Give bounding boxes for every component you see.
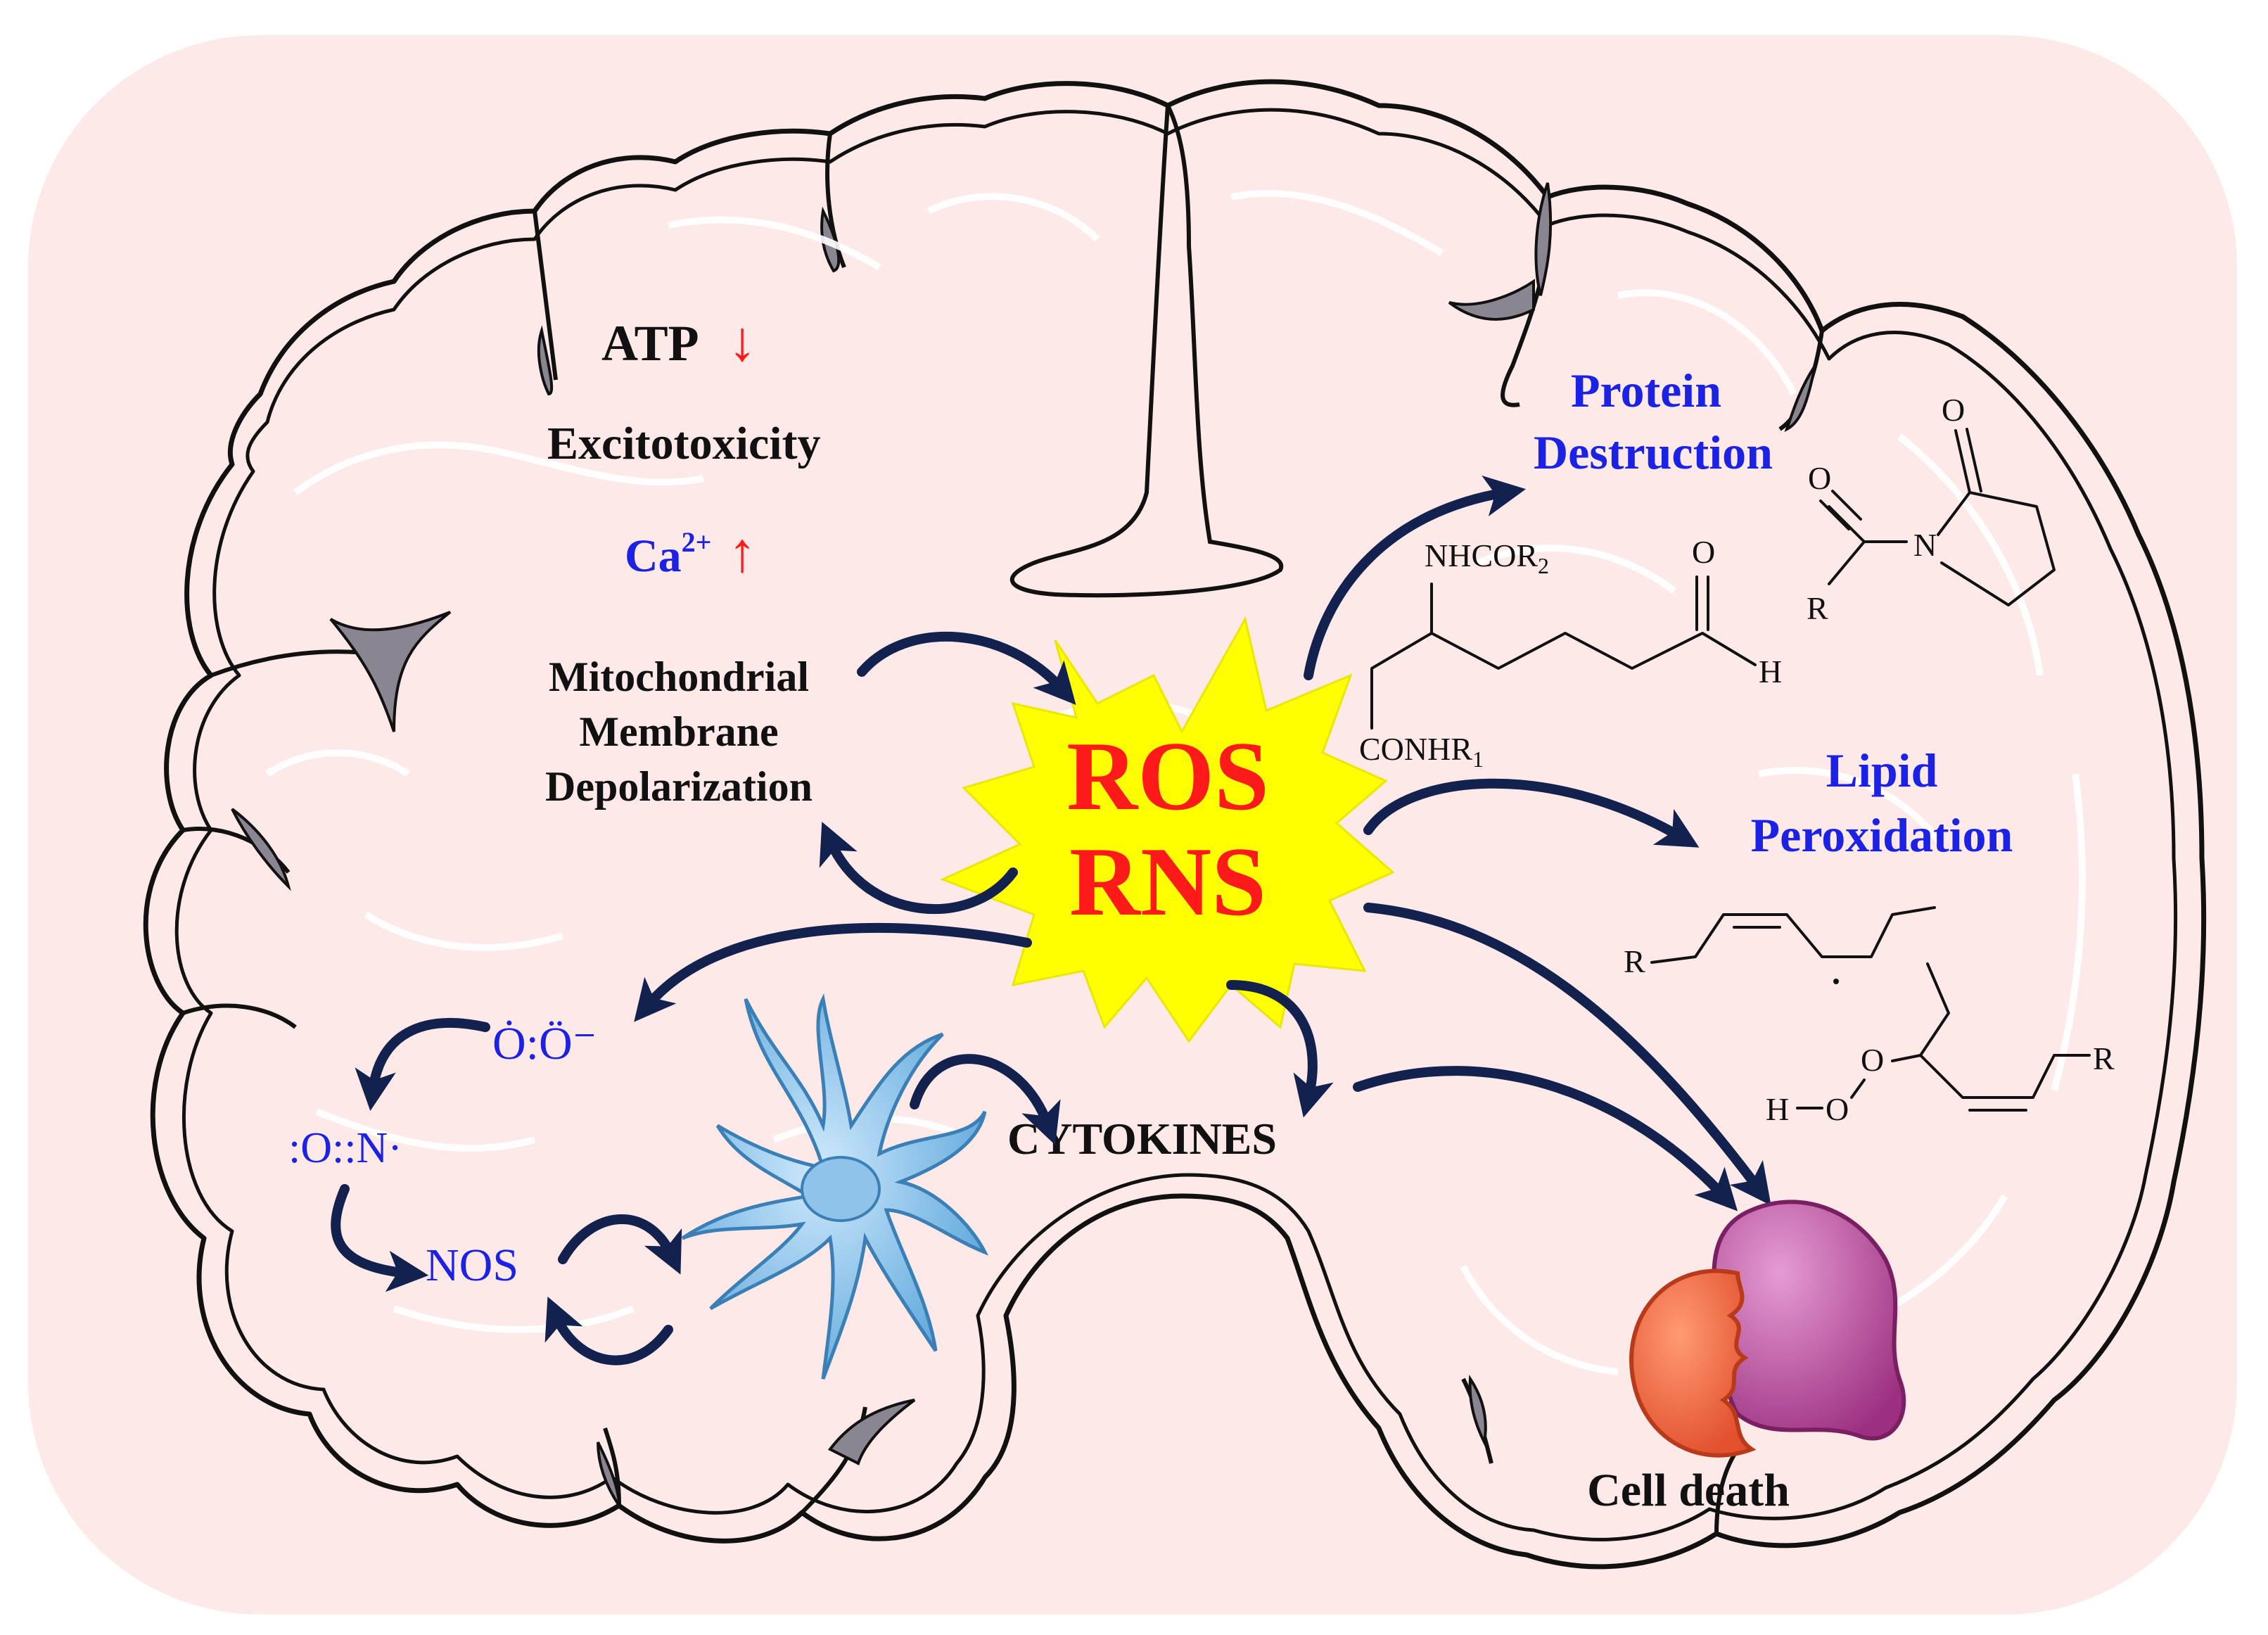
protein-carbonyl-structure: NHCOR2 CONHR1 O H	[1359, 534, 1782, 772]
pyrrolidone-o-top: O	[1942, 392, 1965, 428]
pyrrolidone-r: R	[1807, 590, 1828, 626]
lipid-label: Lipid	[1826, 744, 1938, 797]
nhcor2-label: NHCOR2	[1425, 537, 1549, 578]
mitochondrial-label: Mitochondrial	[549, 654, 809, 700]
conhr1-label: CONHR1	[1359, 731, 1484, 772]
lipid-r-left: R	[1624, 943, 1645, 979]
microglia-cell-icon	[681, 993, 989, 1380]
lipid-radical-structure: R	[1624, 906, 1936, 984]
aldehyde-h-label: H	[1759, 654, 1782, 689]
cell-death-label: Cell death	[1587, 1465, 1790, 1516]
protein-label: Protein	[1571, 364, 1721, 417]
atp-label: ATP	[601, 315, 699, 371]
membrane-label: Membrane	[579, 708, 778, 755]
hydroperoxide-o1: O	[1861, 1042, 1884, 1078]
hydroperoxide-o2: O	[1826, 1091, 1849, 1127]
ros-label: ROS	[1066, 722, 1269, 831]
atp-down-arrow-icon: ↓	[728, 311, 756, 373]
pyrrolidone-o-left: O	[1808, 460, 1831, 496]
calcium-label: Ca2+	[625, 526, 711, 582]
calcium-up-arrow-icon: ↑	[728, 522, 756, 584]
excitotoxicity-label: Excitotoxicity	[547, 418, 821, 469]
apoptotic-cell-icon	[1629, 1200, 1906, 1458]
pathway-arrows	[331, 475, 1771, 1366]
superoxide-formula: Ȯ:Ö⁻	[492, 1018, 597, 1069]
aldehyde-o-label: O	[1692, 534, 1715, 570]
hydroperoxide-r: R	[2093, 1041, 2115, 1076]
ros-rns-starburst	[940, 616, 1395, 1043]
rns-label: RNS	[1069, 827, 1266, 936]
destruction-label: Destruction	[1534, 426, 1773, 479]
nitric-oxide-formula: :O::N·	[288, 1124, 402, 1172]
depolarization-label: Depolarization	[545, 763, 813, 810]
peroxidation-label: Peroxidation	[1751, 808, 2013, 862]
pyrrolidone-n: N	[1913, 527, 1937, 563]
hydroperoxide-h: H	[1766, 1091, 1789, 1127]
brain-outline	[143, 79, 2207, 1570]
nos-label: NOS	[426, 1240, 518, 1291]
hydroperoxide-structure: O O H R	[1766, 962, 2115, 1127]
pyrrolidone-structure: O O N R	[1807, 392, 2056, 626]
